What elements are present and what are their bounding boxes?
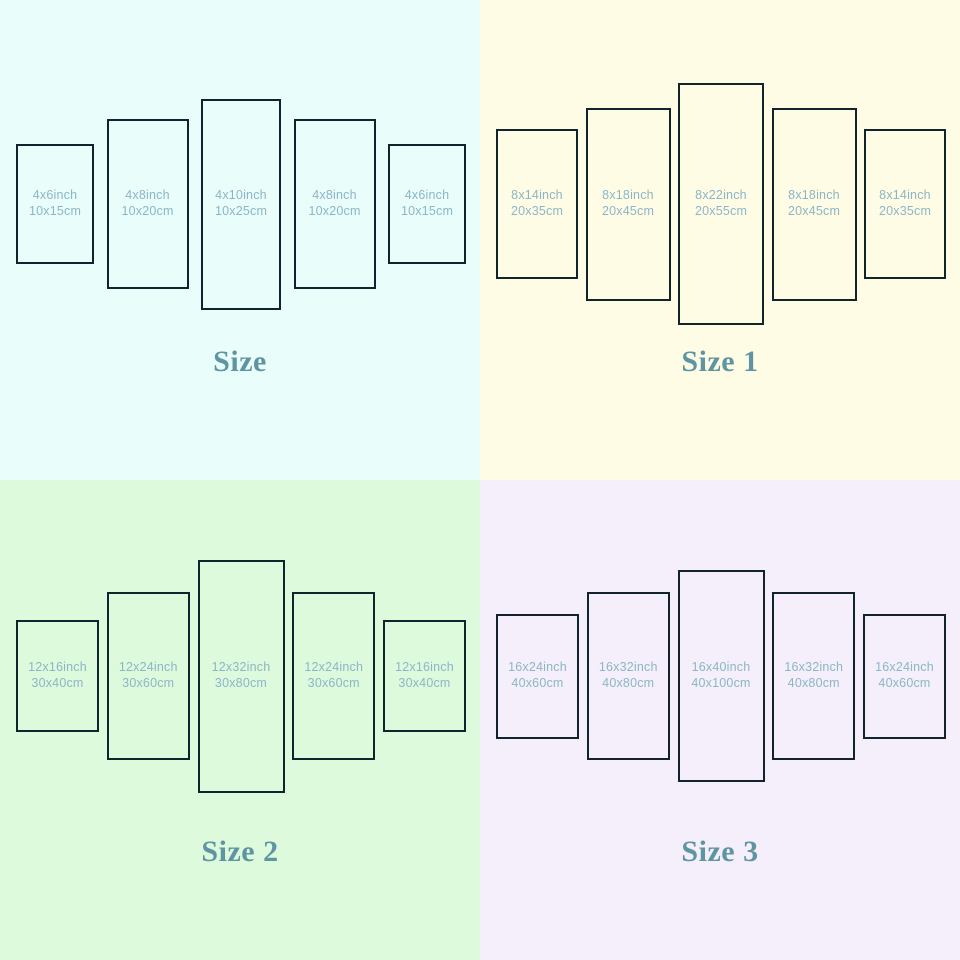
size-panel-inches: 16x32inch bbox=[784, 660, 844, 675]
quadrant-title: Size 1 bbox=[681, 345, 759, 378]
size-panel-centimeters: 10x15cm bbox=[28, 204, 82, 218]
size-panel-centimeters: 20x45cm bbox=[787, 204, 841, 218]
size-panel-inches: 16x24inch bbox=[875, 660, 934, 675]
size-panel-centimeters: 20x55cm bbox=[694, 204, 748, 218]
size-panel-centimeters: 40x80cm bbox=[602, 676, 655, 690]
quadrant-title: Size 2 bbox=[201, 835, 279, 868]
size-panel-inches: 12x24inch bbox=[304, 660, 364, 675]
size-panel-inches: 16x24inch bbox=[508, 660, 567, 675]
size-panel-inches: 16x32inch bbox=[598, 660, 658, 675]
size-panel-centimeters: 40x60cm bbox=[878, 676, 931, 690]
size-panel-inches: 16x40inch bbox=[691, 660, 751, 675]
size-panel-centimeters: 30x80cm bbox=[214, 676, 268, 690]
size-panel-centimeters: 20x35cm bbox=[878, 204, 932, 218]
size-panel-inches: 4x6inch bbox=[32, 188, 78, 203]
size-panel-inches: 12x32inch bbox=[211, 660, 271, 675]
size-panel-inches: 8x18inch bbox=[788, 188, 840, 203]
size-panel-inches: 8x14inch bbox=[511, 188, 563, 203]
size-panel-centimeters: 40x100cm bbox=[691, 676, 751, 690]
size-panel-inches: 4x6inch bbox=[404, 188, 450, 203]
size-panel-inches: 4x10inch bbox=[215, 188, 267, 203]
size-panel-centimeters: 10x25cm bbox=[214, 204, 268, 218]
size-panel-inches: 8x18inch bbox=[602, 188, 654, 203]
quadrant-title: Size bbox=[213, 345, 267, 378]
size-panel-centimeters: 10x20cm bbox=[121, 204, 174, 218]
size-panel-centimeters: 40x80cm bbox=[787, 676, 840, 690]
size-panel-centimeters: 10x15cm bbox=[400, 204, 454, 218]
size-panel-inches: 4x8inch bbox=[312, 188, 357, 203]
size-panel-inches: 12x16inch bbox=[395, 660, 454, 675]
size-panel-centimeters: 20x35cm bbox=[510, 204, 564, 218]
quadrant-title: Size 3 bbox=[681, 835, 759, 868]
size-panel-inches: 12x16inch bbox=[28, 660, 87, 675]
size-panel-centimeters: 20x45cm bbox=[601, 204, 655, 218]
size-panel-centimeters: 30x60cm bbox=[307, 676, 360, 690]
size-panel-centimeters: 30x40cm bbox=[398, 676, 451, 690]
size-panel-centimeters: 10x20cm bbox=[308, 204, 361, 218]
size-panel-inches: 8x14inch bbox=[879, 188, 931, 203]
size-panel-centimeters: 30x40cm bbox=[31, 676, 84, 690]
size-panel-inches: 4x8inch bbox=[125, 188, 170, 203]
size-panel-inches: 12x24inch bbox=[118, 660, 178, 675]
size-panel-centimeters: 40x60cm bbox=[511, 676, 564, 690]
size-panel-inches: 8x22inch bbox=[695, 188, 747, 203]
size-panel-centimeters: 30x60cm bbox=[122, 676, 175, 690]
